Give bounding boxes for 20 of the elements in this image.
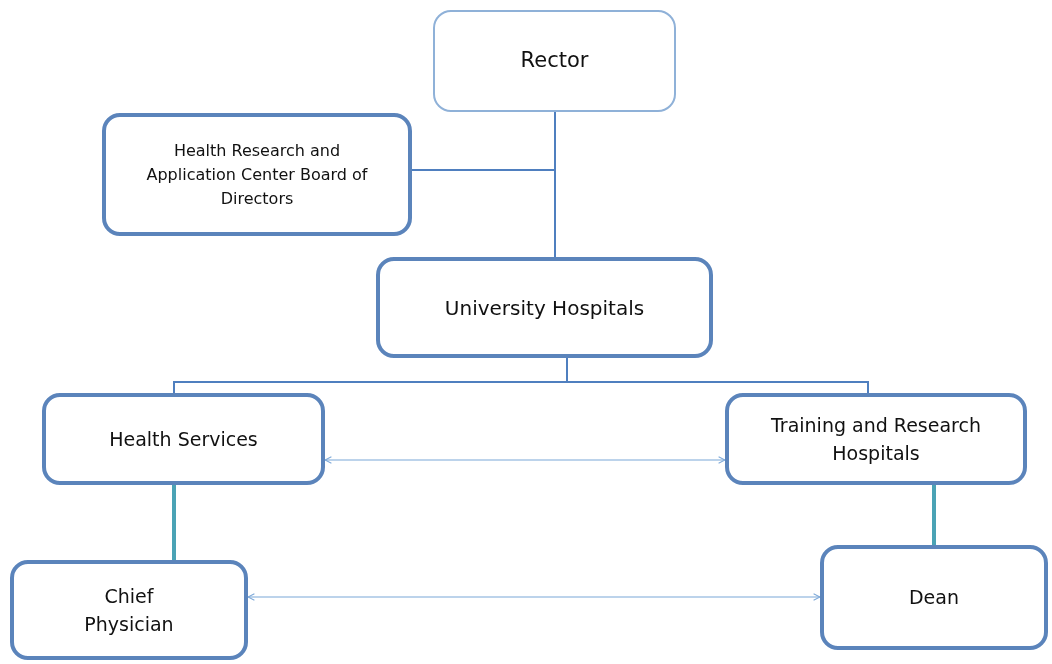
org-box — [725, 393, 1027, 485]
org-box — [42, 393, 325, 485]
double-arrow — [324, 456, 726, 464]
connector-line — [932, 485, 936, 545]
org-box — [820, 545, 1048, 650]
node-label: Chief Physician — [83, 583, 175, 637]
node-label: University Hospitals — [444, 294, 645, 322]
org-box — [102, 113, 412, 236]
double-arrow — [247, 593, 821, 601]
node-label: Dean — [909, 585, 959, 611]
org-box — [433, 10, 676, 112]
connector-line — [411, 169, 556, 258]
org-box — [376, 257, 713, 358]
connector-line — [566, 357, 869, 394]
connector-line — [172, 485, 176, 560]
node-label: Rector — [520, 47, 589, 75]
node-label: Health Services — [109, 426, 258, 452]
node-label: Health Research and Application Center Board of Directors — [146, 139, 368, 210]
org-box — [10, 560, 248, 660]
node-label: Training and Research Hospitals — [770, 412, 982, 466]
